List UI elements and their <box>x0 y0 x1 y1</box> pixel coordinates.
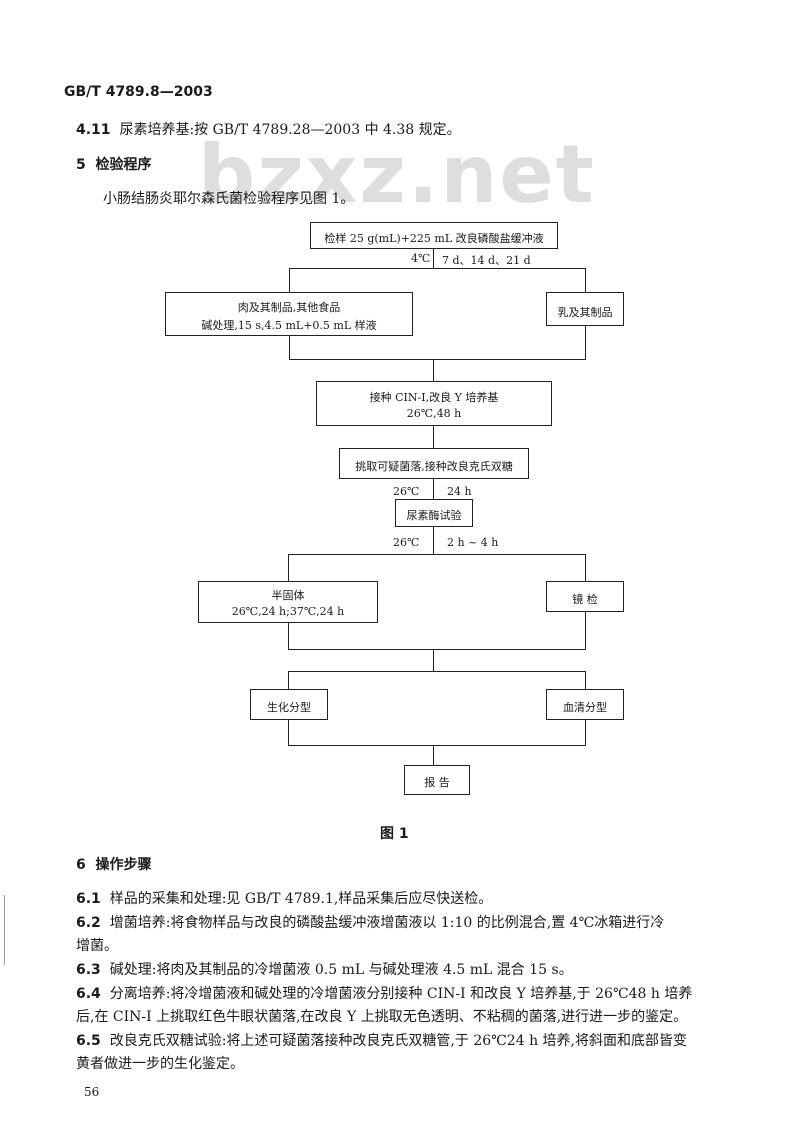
connector-line <box>585 671 586 689</box>
flow-text-pick-colonies: 挑取可疑菌落,接种改良克氏双糖 <box>355 460 513 473</box>
flow-box-meat: 肉及其制品,其他食品 碱处理,15 s,4.5 mL+0.5 mL 样液 <box>165 292 413 336</box>
clause-text: 尿素培养基:按 GB/T 4789.28—2003 中 4.38 规定。 <box>119 122 461 138</box>
connector-line <box>585 326 586 359</box>
flow-condition: 26℃ <box>393 485 420 498</box>
connector-line <box>585 720 586 745</box>
connector-line <box>288 745 586 746</box>
flow-condition: 24 h <box>447 485 472 498</box>
scan-margin-mark <box>4 895 5 965</box>
flow-box-report: 报 告 <box>404 765 470 795</box>
flow-text-report: 报 告 <box>424 776 450 789</box>
page-number: 56 <box>84 1085 100 1099</box>
section-5-heading: 5 检验程序 <box>76 156 152 174</box>
connector-line <box>433 359 434 381</box>
connector-line <box>289 359 586 360</box>
clause-number: 6.1 <box>76 891 101 907</box>
flow-box-sample: 检样 25 g(mL)+225 mL 改良磷酸盐缓冲液 <box>310 222 558 249</box>
flow-condition: 2 h ~ 4 h <box>447 536 499 549</box>
section-number: 5 <box>76 157 86 173</box>
flow-text-semisolid-line1: 半固体 <box>271 589 305 602</box>
clause-6-4-continuation: 后,在 CIN-I 上挑取红色牛眼状菌落,在改良 Y 上挑取无色透明、不粘稠的菌… <box>76 1009 688 1025</box>
connector-line <box>585 554 586 581</box>
connector-line <box>433 649 434 671</box>
standard-code-header: GB/T 4789.8—2003 <box>64 84 213 100</box>
connector-line <box>433 527 434 554</box>
clause-6-2: 6.2 增菌培养:将食物样品与改良的磷酸盐缓冲液增菌液以 1:10 的比例混合,… <box>76 914 664 932</box>
connector-line <box>433 249 434 268</box>
figure-caption: 图 1 <box>380 826 409 842</box>
connector-line <box>288 649 586 650</box>
clause-text: 分离培养:将冷增菌液和碱处理的冷增菌液分别接种 CIN-I 和改良 Y 培养基,… <box>109 986 693 1002</box>
connector-line <box>289 268 586 269</box>
clause-6-2-continuation: 增菌。 <box>76 938 118 954</box>
clause-6-4: 6.4 分离培养:将冷增菌液和碱处理的冷增菌液分别接种 CIN-I 和改良 Y … <box>76 985 692 1003</box>
connector-line <box>585 612 586 649</box>
flow-text-milk: 乳及其制品 <box>557 306 613 319</box>
clause-4-11: 4.11 尿素培养基:按 GB/T 4789.28—2003 中 4.38 规定… <box>76 121 461 139</box>
connector-line <box>288 671 586 672</box>
section-number: 6 <box>76 857 86 873</box>
clause-6-5-continuation: 黄者做进一步的生化鉴定。 <box>76 1056 244 1072</box>
clause-text: 改良克氏双糖试验:将上述可疑菌落接种改良克氏双糖管,于 26℃24 h 培养,将… <box>109 1033 687 1049</box>
flow-text-urease-test: 尿素酶试验 <box>406 509 462 522</box>
flow-text-microscopy: 镜 检 <box>572 593 598 606</box>
flow-text-inoculation-line1: 接种 CIN-I,改良 Y 培养基 <box>369 391 499 404</box>
clause-number: 6.4 <box>76 986 101 1002</box>
connector-line <box>289 268 290 292</box>
flow-text-inoculation-line2: 26℃,48 h <box>406 407 462 420</box>
section-title: 操作步骤 <box>95 857 152 873</box>
connector-line <box>289 336 290 359</box>
connector-line <box>288 671 289 689</box>
clause-text: 样品的采集和处理:见 GB/T 4789.1,样品采集后应尽快送检。 <box>109 891 493 907</box>
flow-box-inoculation: 接种 CIN-I,改良 Y 培养基 26℃,48 h <box>316 381 552 426</box>
clause-number: 4.11 <box>76 122 111 138</box>
connector-line <box>433 479 434 499</box>
clause-6-3: 6.3 碱处理:将肉及其制品的冷增菌液 0.5 mL 与碱处理液 4.5 mL … <box>76 961 573 979</box>
connector-line <box>288 720 289 745</box>
clause-number: 6.2 <box>76 915 101 931</box>
flow-text-meat-line2: 碱处理,15 s,4.5 mL+0.5 mL 样液 <box>201 319 377 332</box>
flow-box-serotyping: 血清分型 <box>546 689 624 720</box>
section-title: 检验程序 <box>95 157 152 173</box>
connector-line <box>288 554 289 581</box>
flow-box-milk: 乳及其制品 <box>546 292 624 326</box>
flow-condition: 26℃ <box>393 536 420 549</box>
section-5-intro: 小肠结肠炎耶尔森氏菌检验程序见图 1。 <box>103 191 355 207</box>
flow-box-semisolid: 半固体 26℃,24 h;37℃,24 h <box>198 581 378 623</box>
connector-line <box>433 426 434 448</box>
clause-number: 6.5 <box>76 1033 101 1049</box>
flow-box-microscopy: 镜 检 <box>546 581 624 612</box>
flow-box-biochemical-typing: 生化分型 <box>250 689 328 720</box>
flow-text-sample: 检样 25 g(mL)+225 mL 改良磷酸盐缓冲液 <box>324 232 544 245</box>
connector-line <box>288 554 586 555</box>
connector-line <box>288 623 289 649</box>
flow-box-urease-test: 尿素酶试验 <box>395 499 473 527</box>
clause-text: 增菌培养:将食物样品与改良的磷酸盐缓冲液增菌液以 1:10 的比例混合,置 4℃… <box>109 915 665 931</box>
flow-text-semisolid-line2: 26℃,24 h;37℃,24 h <box>231 605 345 618</box>
clause-6-1: 6.1 样品的采集和处理:见 GB/T 4789.1,样品采集后应尽快送检。 <box>76 890 492 908</box>
connector-line <box>433 745 434 765</box>
watermark: bzxz.net <box>198 128 596 221</box>
section-6-heading: 6 操作步骤 <box>76 856 152 874</box>
flow-text-serotyping: 血清分型 <box>563 701 607 714</box>
clause-text: 碱处理:将肉及其制品的冷增菌液 0.5 mL 与碱处理液 4.5 mL 混合 1… <box>109 962 573 978</box>
clause-number: 6.3 <box>76 962 101 978</box>
flow-text-meat-line1: 肉及其制品,其他食品 <box>237 301 341 314</box>
clause-6-5: 6.5 改良克氏双糖试验:将上述可疑菌落接种改良克氏双糖管,于 26℃24 h … <box>76 1032 687 1050</box>
connector-line <box>585 268 586 292</box>
flow-condition: 7 d、14 d、21 d <box>442 254 531 267</box>
flow-text-biochemical-typing: 生化分型 <box>267 701 311 714</box>
flow-condition: 4℃ <box>411 252 431 265</box>
flow-box-pick-colonies: 挑取可疑菌落,接种改良克氏双糖 <box>339 448 529 479</box>
